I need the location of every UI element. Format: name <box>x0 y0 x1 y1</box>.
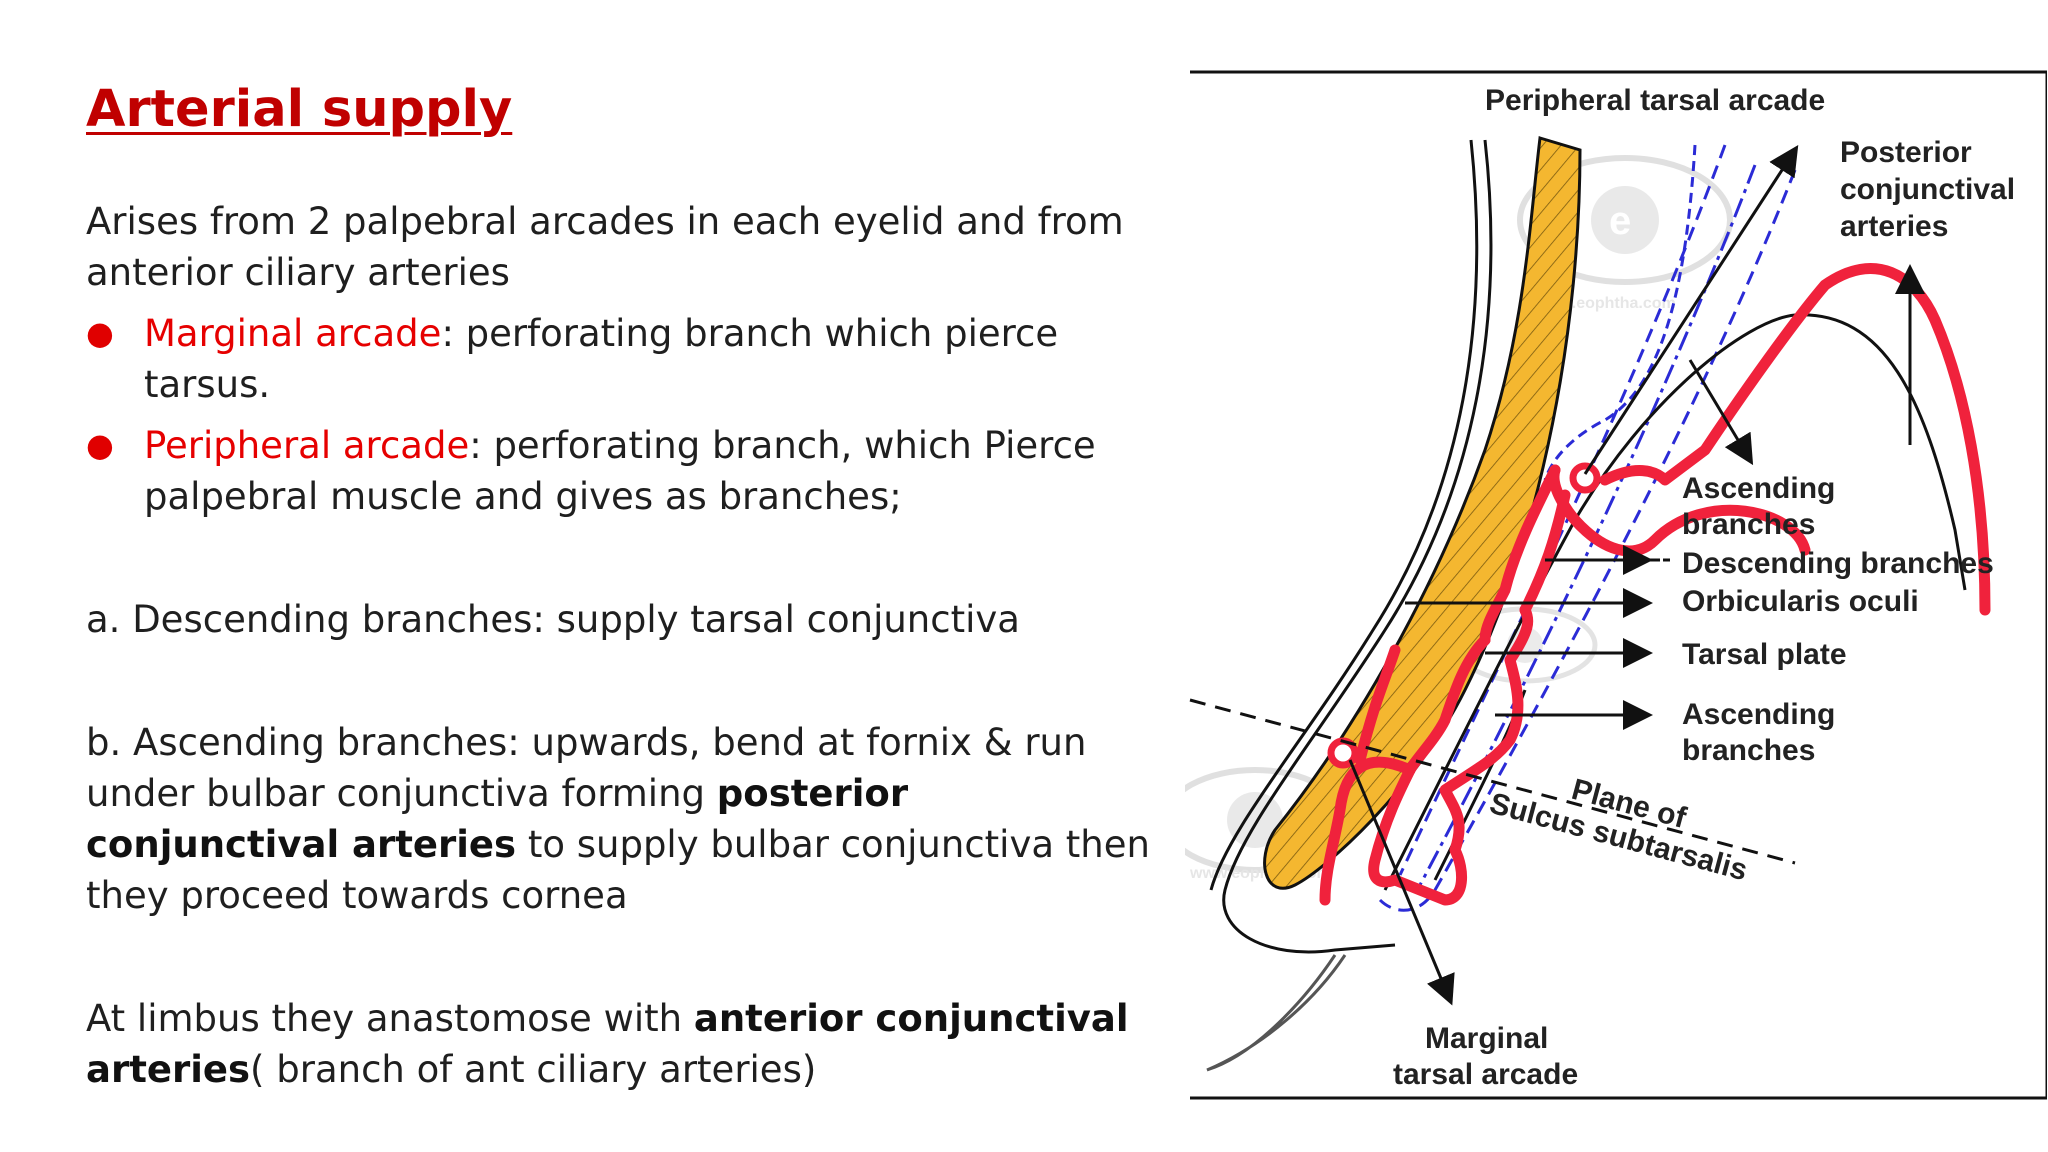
sulcus-plane-line <box>1189 698 1796 865</box>
label-posterior-conjunctival-1: Posterior <box>1840 136 1972 169</box>
fornix-curve <box>1383 313 1967 891</box>
arcade-bullet-list: ● Marginal arcade: perforating branch wh… <box>86 308 1166 522</box>
svg-text:e: e <box>1609 199 1631 243</box>
label-posterior-conjunctival-3: arteries <box>1840 210 1948 243</box>
label-marginal-2: tarsal arcade <box>1393 1058 1578 1091</box>
label-ascending-upper-2: branches <box>1682 508 1815 541</box>
label-posterior-conjunctival-2: conjunctival <box>1840 173 2015 206</box>
bullet-text: : perforating branch, which Pierce palpe… <box>144 424 1096 518</box>
limbus-text-1: At limbus they anastomose with <box>86 997 694 1040</box>
bullet-marginal-arcade: ● Marginal arcade: perforating branch wh… <box>86 308 1166 410</box>
label-ascending-lower-1: Ascending <box>1682 698 1835 731</box>
conjunctiva-line <box>1418 164 1757 886</box>
tarsal-plate <box>1263 136 1582 890</box>
diagram-svg: e www.eophtha.com www.eophtha.com <box>1185 70 2047 1100</box>
ascending-text-2: to supply bulbar conjunctiva then they p… <box>86 823 1150 917</box>
ascending-text-1: b. Ascending branches: upwards, bend at … <box>86 721 1087 815</box>
limbus-text-2: ( branch of ant ciliary arteries) <box>250 1048 817 1091</box>
eyelid-skin-outline <box>1222 139 1493 954</box>
label-tarsal-plate: Tarsal plate <box>1682 638 1847 671</box>
bullet-peripheral-arcade: ● Peripheral arcade: perforating branch,… <box>86 420 1166 522</box>
ascending-paragraph: b. Ascending branches: upwards, bend at … <box>86 717 1166 921</box>
label-ascending-lower-2: branches <box>1682 734 1815 767</box>
ascending-bold: posterior conjunctival arteries <box>86 772 909 866</box>
descending-paragraph: a. Descending branches: supply tarsal co… <box>86 598 1020 641</box>
label-ascending-upper-1: Ascending <box>1682 472 1835 505</box>
eyelash <box>1206 954 1347 1072</box>
limbus-paragraph: At limbus they anastomose with anterior … <box>86 993 1166 1095</box>
conjunctiva-line <box>1543 144 1697 481</box>
slide-title: Arterial supply <box>86 80 513 139</box>
bullet-term: Peripheral arcade <box>144 424 470 467</box>
label-peripheral-tarsal-arcade: Peripheral tarsal arcade <box>1485 84 1825 117</box>
intro-paragraph: Arises from 2 palpebral arcades in each … <box>86 200 1124 294</box>
label-descending-branches: Descending branches <box>1682 547 1994 580</box>
eyelid-arterial-diagram: e www.eophtha.com www.eophtha.com <box>1185 70 2047 1100</box>
conjunctiva-line <box>1378 169 1797 912</box>
label-orbicularis-oculi: Orbicularis oculi <box>1682 585 1919 618</box>
bullet-term: Marginal arcade <box>144 312 442 355</box>
peripheral-arcade-node <box>1569 462 1601 494</box>
bullet-dot-icon: ● <box>86 426 114 464</box>
limbus-bold: anterior conjunctival arteries <box>86 997 1129 1091</box>
diagram-frame <box>1190 70 2047 1100</box>
bullet-text: : perforating branch which pierce tarsus… <box>144 312 1059 406</box>
arterial-arcades <box>1319 263 1991 906</box>
eyelid-inner-outline <box>1209 139 1479 891</box>
pointer-arrows <box>1348 545 1653 1006</box>
label-marginal-1: Marginal <box>1425 1022 1548 1055</box>
slide-body: Arises from 2 palpebral arcades in each … <box>86 196 1166 1095</box>
bullet-dot-icon: ● <box>86 314 114 352</box>
